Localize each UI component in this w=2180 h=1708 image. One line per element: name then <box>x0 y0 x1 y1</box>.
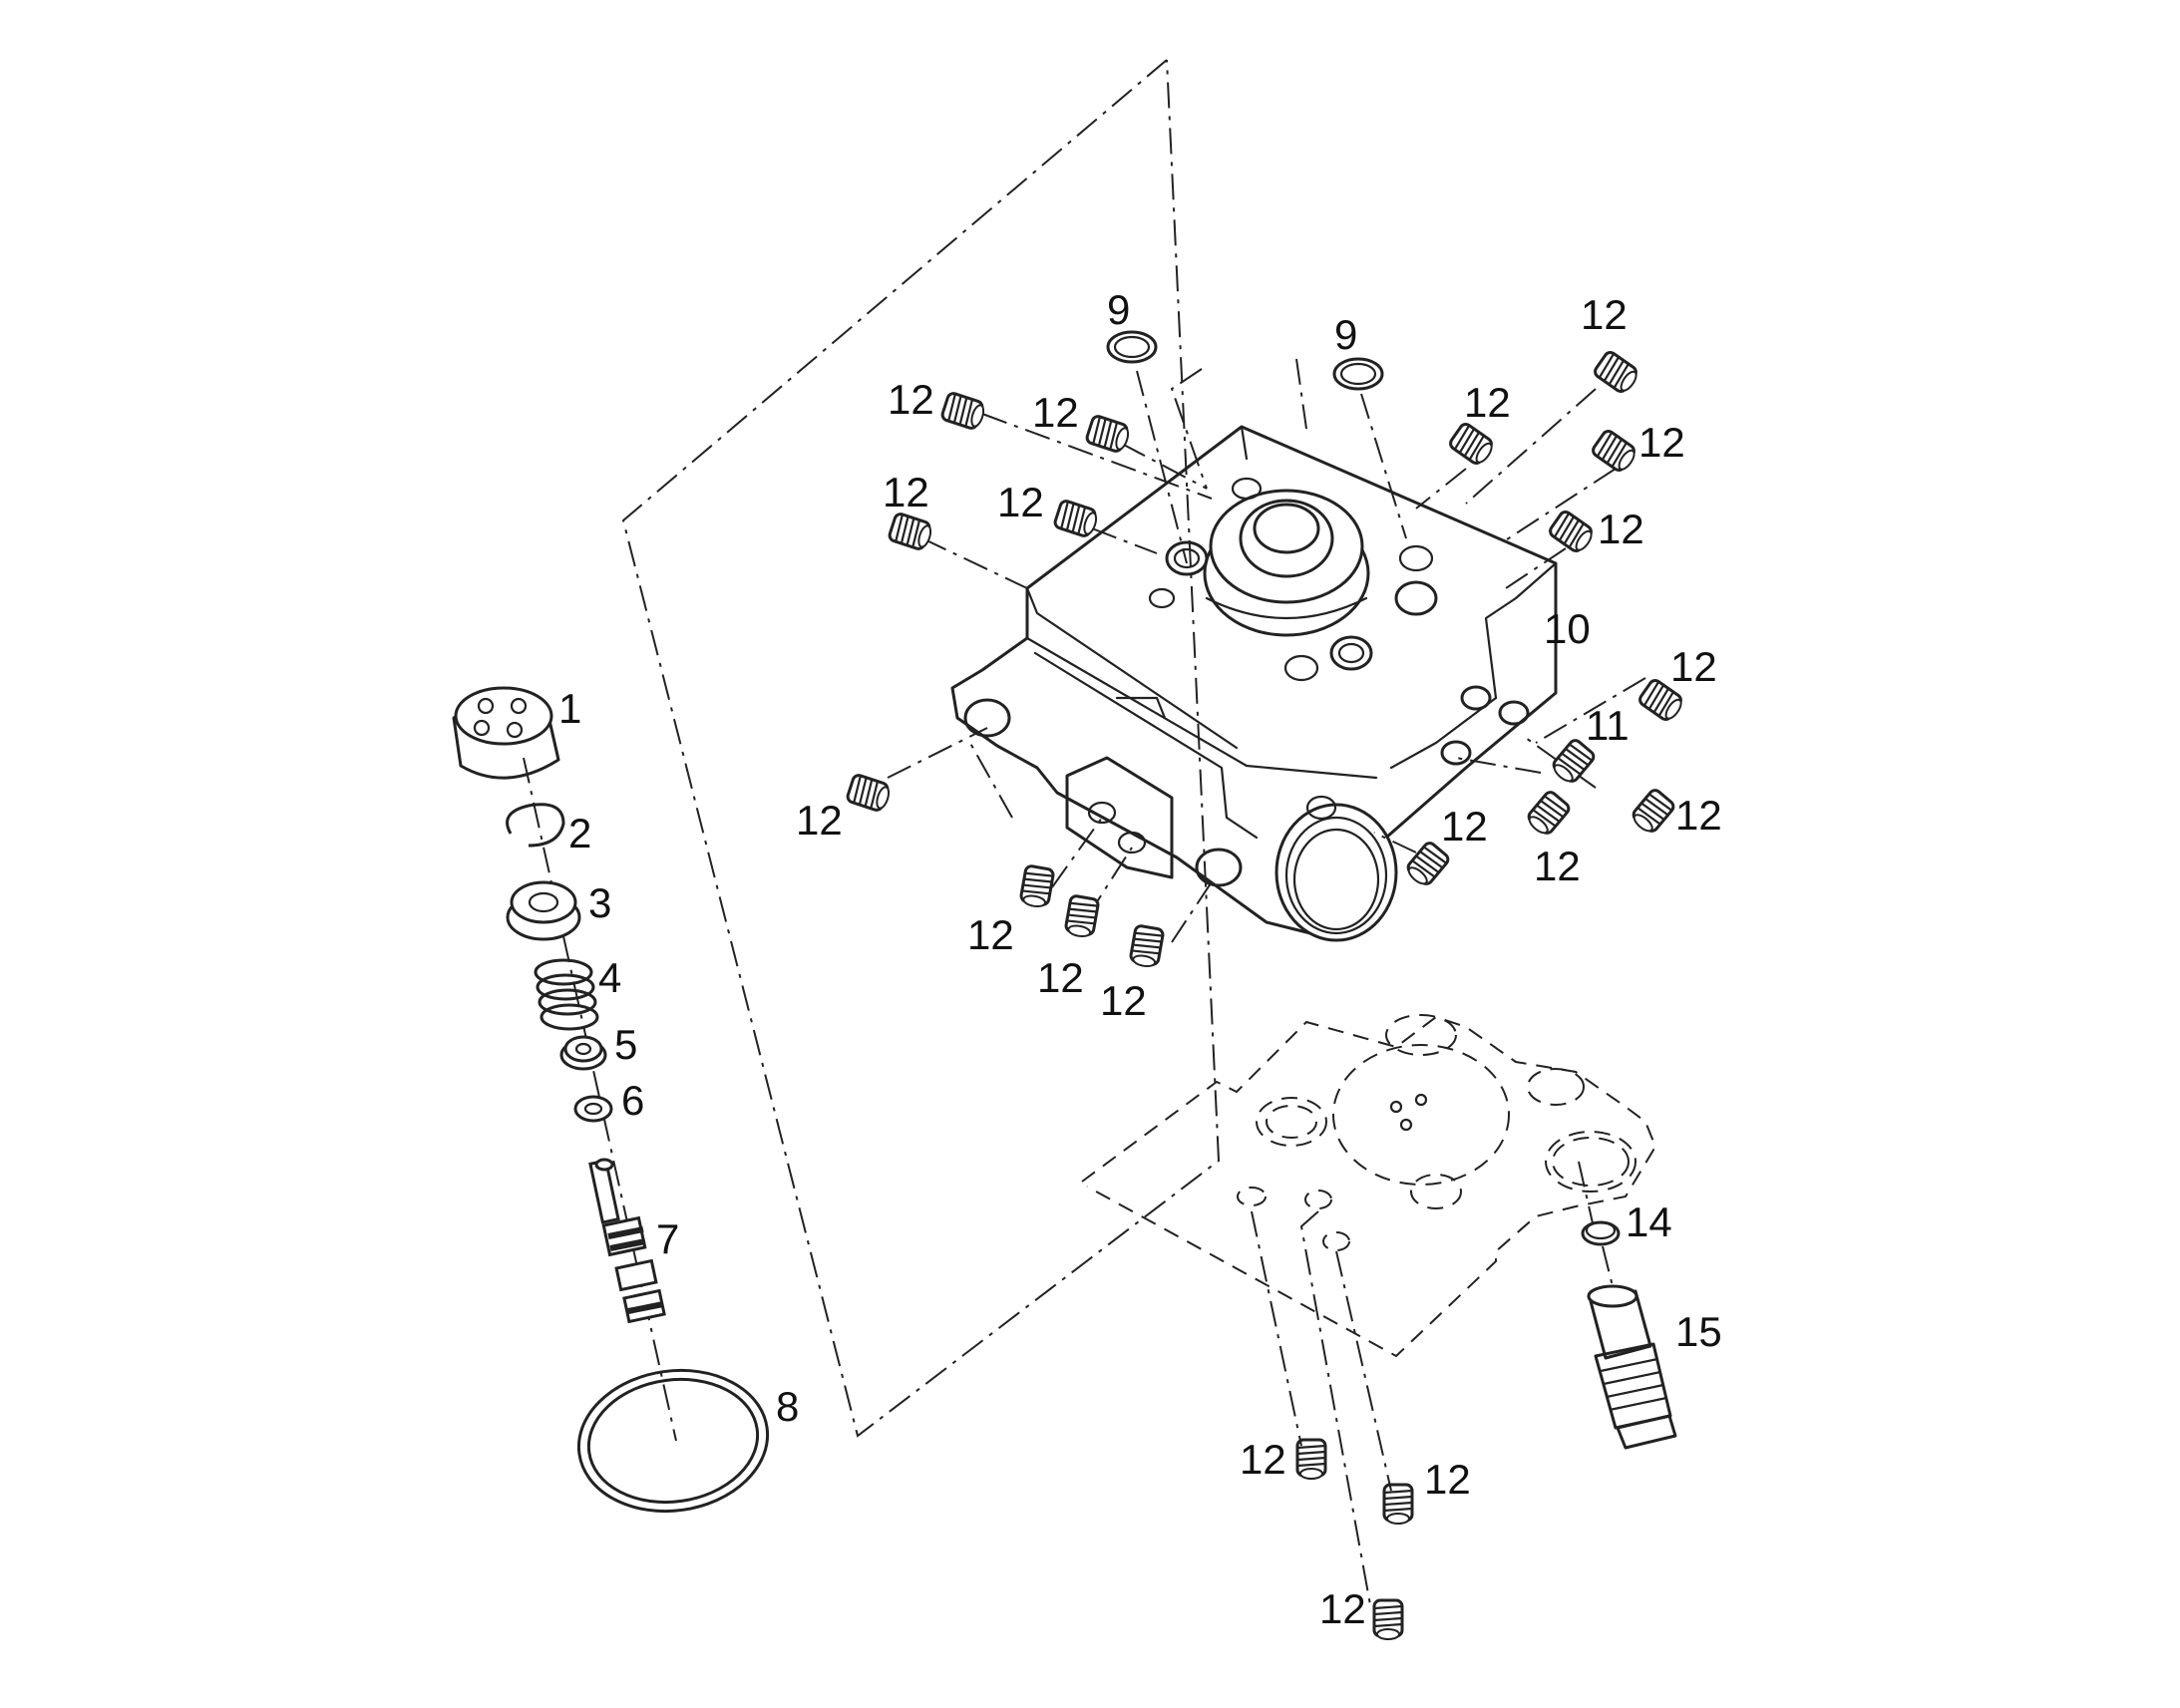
callout-12: 12 <box>796 797 843 844</box>
gasket-plate <box>1081 1014 1657 1611</box>
callout-12: 12 <box>1598 506 1644 552</box>
callout-9a: 9 <box>1107 286 1130 333</box>
valve-stack-axis <box>523 757 677 1442</box>
part-14-washer <box>1581 1220 1621 1246</box>
callout-12: 12 <box>1100 977 1147 1024</box>
callout-1: 1 <box>558 685 581 732</box>
assembly-enclosure <box>621 59 1221 1438</box>
callout-4: 4 <box>598 954 621 1001</box>
callout-6: 6 <box>621 1077 644 1124</box>
callout-12: 12 <box>967 911 1014 958</box>
callout-5: 5 <box>614 1021 637 1068</box>
part-4-spring <box>534 958 599 1031</box>
callout-12: 12 <box>883 469 929 515</box>
part-1-cap <box>452 686 560 780</box>
callout-12: 12 <box>1638 419 1685 466</box>
callout-12: 12 <box>1319 1585 1366 1632</box>
callout-14: 14 <box>1626 1198 1672 1245</box>
callout-12: 12 <box>1441 803 1488 850</box>
part-8-o-ring <box>576 1368 770 1514</box>
part-5-guide <box>559 1035 607 1071</box>
part-10-valve-housing <box>950 425 1558 942</box>
callout-11: 11 <box>1586 702 1630 749</box>
callout-12: 12 <box>1240 1436 1286 1483</box>
part-3-seat <box>506 880 581 941</box>
callout-15: 15 <box>1675 1308 1722 1355</box>
part-6-washer <box>573 1095 613 1123</box>
callout-12: 12 <box>1424 1456 1471 1503</box>
callout-12: 12 <box>1037 954 1084 1001</box>
part-2-circlip <box>506 803 565 848</box>
callout-7: 7 <box>656 1215 679 1262</box>
callout-3: 3 <box>588 879 611 926</box>
callout-12: 12 <box>1032 389 1079 436</box>
callout-12: 12 <box>1675 792 1722 839</box>
callout-12: 12 <box>997 479 1044 525</box>
callout-12: 12 <box>1581 291 1628 338</box>
callout-12: 12 <box>1534 843 1581 889</box>
callout-10: 10 <box>1544 605 1591 652</box>
callout-labels: 1 2 3 4 5 6 7 8 9 9 10 11 14 15 12 12 12… <box>558 286 1722 1632</box>
callout-2: 2 <box>568 810 591 856</box>
leader-lines <box>887 358 1646 943</box>
part-15-relief-valve <box>1587 1245 1677 1450</box>
part-7-spool <box>588 1158 666 1324</box>
part-9-o-rings <box>1106 330 1384 391</box>
callout-12: 12 <box>888 376 934 423</box>
callout-8: 8 <box>776 1383 799 1430</box>
callout-9b: 9 <box>1334 311 1357 358</box>
callout-12: 12 <box>1670 643 1717 690</box>
callout-12: 12 <box>1464 379 1511 426</box>
